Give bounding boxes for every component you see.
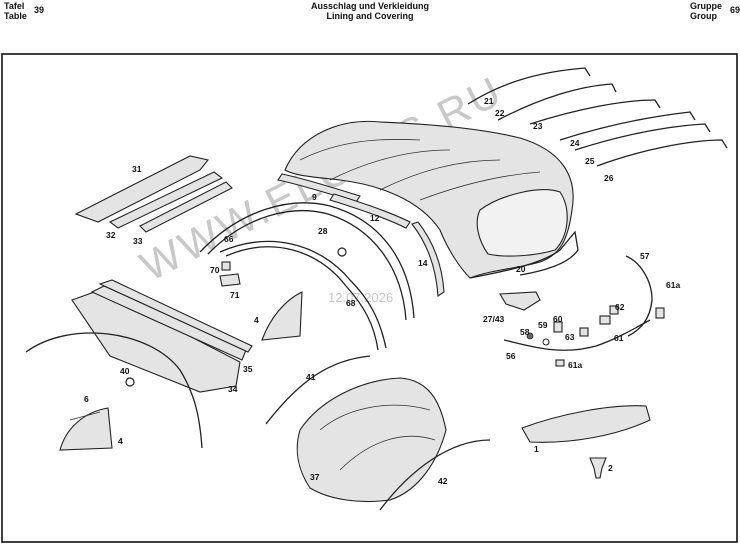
- side-bows: [199, 202, 415, 351]
- table-label: Tafel Table 39: [4, 1, 45, 21]
- callout: 14: [418, 258, 428, 268]
- diagram-border: [1, 53, 738, 543]
- watermark-date: 12.07.2026: [328, 290, 393, 305]
- callout: 21: [484, 96, 494, 106]
- callout: 24: [570, 138, 580, 148]
- callout: 33: [133, 236, 143, 246]
- long-rod: [25, 332, 203, 449]
- callout: 41: [306, 372, 316, 382]
- callout: 61a: [666, 280, 680, 290]
- side-panels: [71, 279, 253, 393]
- callout: 2: [608, 463, 613, 473]
- callout-labels: 1 2 4 4 6 9 12 14 20 21 22 23 24 25 26 2…: [84, 96, 680, 486]
- callout: 59: [538, 320, 548, 330]
- callout: 6: [84, 394, 89, 404]
- callout: 9: [312, 192, 317, 202]
- callout: 34: [228, 384, 238, 394]
- callout: 63: [565, 332, 575, 342]
- callout: 25: [585, 156, 595, 166]
- callout: 1: [534, 444, 539, 454]
- group-label: Gruppe Group 69: [690, 1, 740, 21]
- title-en: Lining and Covering: [326, 11, 414, 21]
- header-strips: [74, 155, 233, 233]
- callout: 35: [243, 364, 253, 374]
- callout: 70: [210, 265, 220, 275]
- callout: 62: [615, 302, 625, 312]
- callout: 32: [106, 230, 116, 240]
- callout: 60: [553, 314, 563, 324]
- callout: 58: [520, 327, 530, 337]
- callout: 40: [120, 366, 130, 376]
- callout: 42: [438, 476, 448, 486]
- roof-seals: [277, 173, 445, 297]
- callout: 22: [495, 108, 505, 118]
- callout: 26: [604, 173, 614, 183]
- callout: 4: [254, 315, 259, 325]
- top-cover: [284, 120, 579, 279]
- group-number: 69: [730, 5, 740, 15]
- callout: 27/43: [483, 314, 505, 324]
- callout: 12: [370, 213, 380, 223]
- bracket-70-71: [219, 261, 241, 287]
- rear-top: [265, 355, 491, 511]
- table-number: 39: [34, 5, 45, 15]
- callout: 61a: [568, 360, 582, 370]
- callout: 20: [516, 264, 526, 274]
- arch-panels: [59, 291, 303, 451]
- callout: 66: [224, 234, 234, 244]
- callout: 68: [346, 298, 356, 308]
- callout: 28: [318, 226, 328, 236]
- roof-bows: [467, 67, 728, 167]
- callout: 23: [533, 121, 543, 131]
- callout: 37: [310, 472, 320, 482]
- rear-trim: [499, 255, 665, 367]
- callout: 31: [132, 164, 142, 174]
- page-title: Ausschlag und Verkleidung Lining and Cov…: [0, 1, 740, 21]
- bottom-parts: [521, 405, 651, 479]
- callout: 56: [506, 351, 516, 361]
- callout: 4: [118, 436, 123, 446]
- title-de: Ausschlag und Verkleidung: [310, 1, 430, 11]
- callout: 57: [640, 251, 650, 261]
- callout: 71: [230, 290, 240, 300]
- callout: 61: [614, 333, 624, 343]
